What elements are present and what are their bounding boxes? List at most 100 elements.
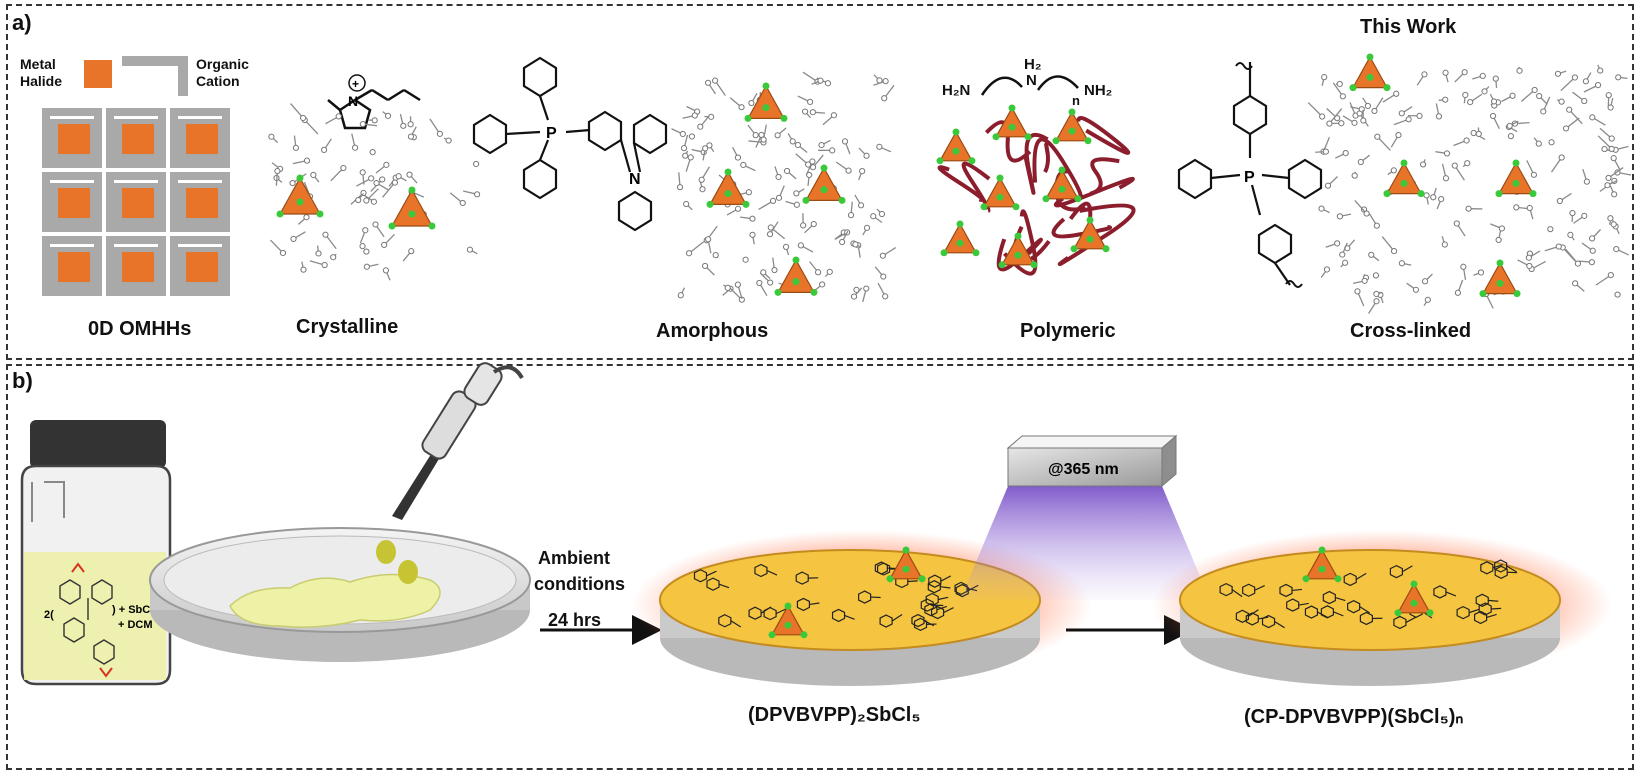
atom [704,79,712,86]
atom [782,243,790,250]
bond [1402,565,1413,573]
chloride-atom [1366,73,1374,81]
bond [1328,108,1343,124]
atom [1582,78,1589,85]
crystalline-n-atom: N [348,93,358,109]
atom [383,161,390,168]
atom [819,281,826,288]
chloride-atom [800,631,808,639]
bond [1405,616,1417,623]
halide-cell [186,188,218,218]
bond [1333,611,1344,617]
chloride-atom [902,565,910,573]
halide-polyhedron [770,604,806,636]
chloride-atom [1410,599,1418,607]
atom [1588,235,1596,242]
atom [863,285,870,292]
atom [292,144,300,151]
chloride-atom [1012,203,1020,211]
amorphous-network [671,71,897,303]
chloride-atom [768,631,776,639]
atom [1554,70,1562,77]
polymer-repeat-n-label: n [1072,93,1080,108]
cell-gap [178,244,222,247]
chloride-atom [428,222,436,230]
atom [1613,245,1620,253]
atom [1610,221,1617,228]
atom [1442,175,1450,182]
cell-gap [50,244,94,247]
atom [1373,298,1380,305]
chloride-atom [1068,127,1076,135]
bond [1254,585,1265,591]
atom [850,293,858,300]
atom [1594,82,1602,89]
atom [1516,67,1523,74]
atom [1454,289,1462,296]
atom [702,145,709,152]
chloride-atom [968,157,976,165]
polymer-h2n-label: H₂N [942,82,971,99]
atom [351,144,359,151]
atom [1351,119,1358,126]
atom [400,122,407,129]
atom [789,138,796,145]
atom [760,136,767,143]
atom [878,210,886,218]
chloride-atom [1014,251,1022,259]
chloride-atom [706,200,714,208]
chloride-atom [780,114,788,122]
benzene-ring [1347,599,1361,614]
arrow-label-conditions: conditions [534,574,625,594]
bond [1486,613,1497,618]
chloride-atom [1302,575,1310,583]
atom [1525,254,1532,261]
atom [1556,197,1563,205]
chloride-atom [956,239,964,247]
atom [1607,272,1614,279]
chloride-atom [762,104,770,112]
chloride-atom [936,157,944,165]
chloride-atom [744,114,752,122]
atom [826,268,833,275]
atom [685,250,693,257]
atom [382,267,390,274]
benzene-ring [1286,598,1300,612]
atom [853,286,860,293]
polymer-chain [937,165,984,202]
atom [1467,98,1474,106]
chloride-atom [998,261,1006,269]
atom [767,224,774,231]
benzene-ring [748,606,762,620]
polymer-chain [984,120,1032,163]
atom [687,154,694,161]
halide-cell [122,188,154,218]
atom [1581,97,1588,105]
atom [1339,93,1346,100]
chloride-atom [1318,565,1326,573]
atom [1589,247,1596,254]
atom [688,133,696,140]
halide-polyhedron [746,84,786,120]
benzene-ring [930,605,945,620]
atom [876,143,883,150]
atom [712,252,719,259]
chloride-atom [996,193,1004,201]
atom [810,220,817,228]
atom [1567,231,1574,238]
atom [734,281,741,288]
chloride-atom [1008,104,1016,112]
atom [749,215,756,222]
atom [1531,86,1538,94]
chloride-atom [1058,166,1066,174]
atom [466,246,474,253]
atom [1605,92,1612,99]
atom [774,132,781,139]
atom [706,142,713,149]
atom [830,112,837,119]
benzene-ring [1474,610,1488,625]
atom [783,167,791,175]
atom [369,149,376,156]
atom [734,205,742,212]
uv-wavelength-label: @365 nm [1048,461,1119,478]
